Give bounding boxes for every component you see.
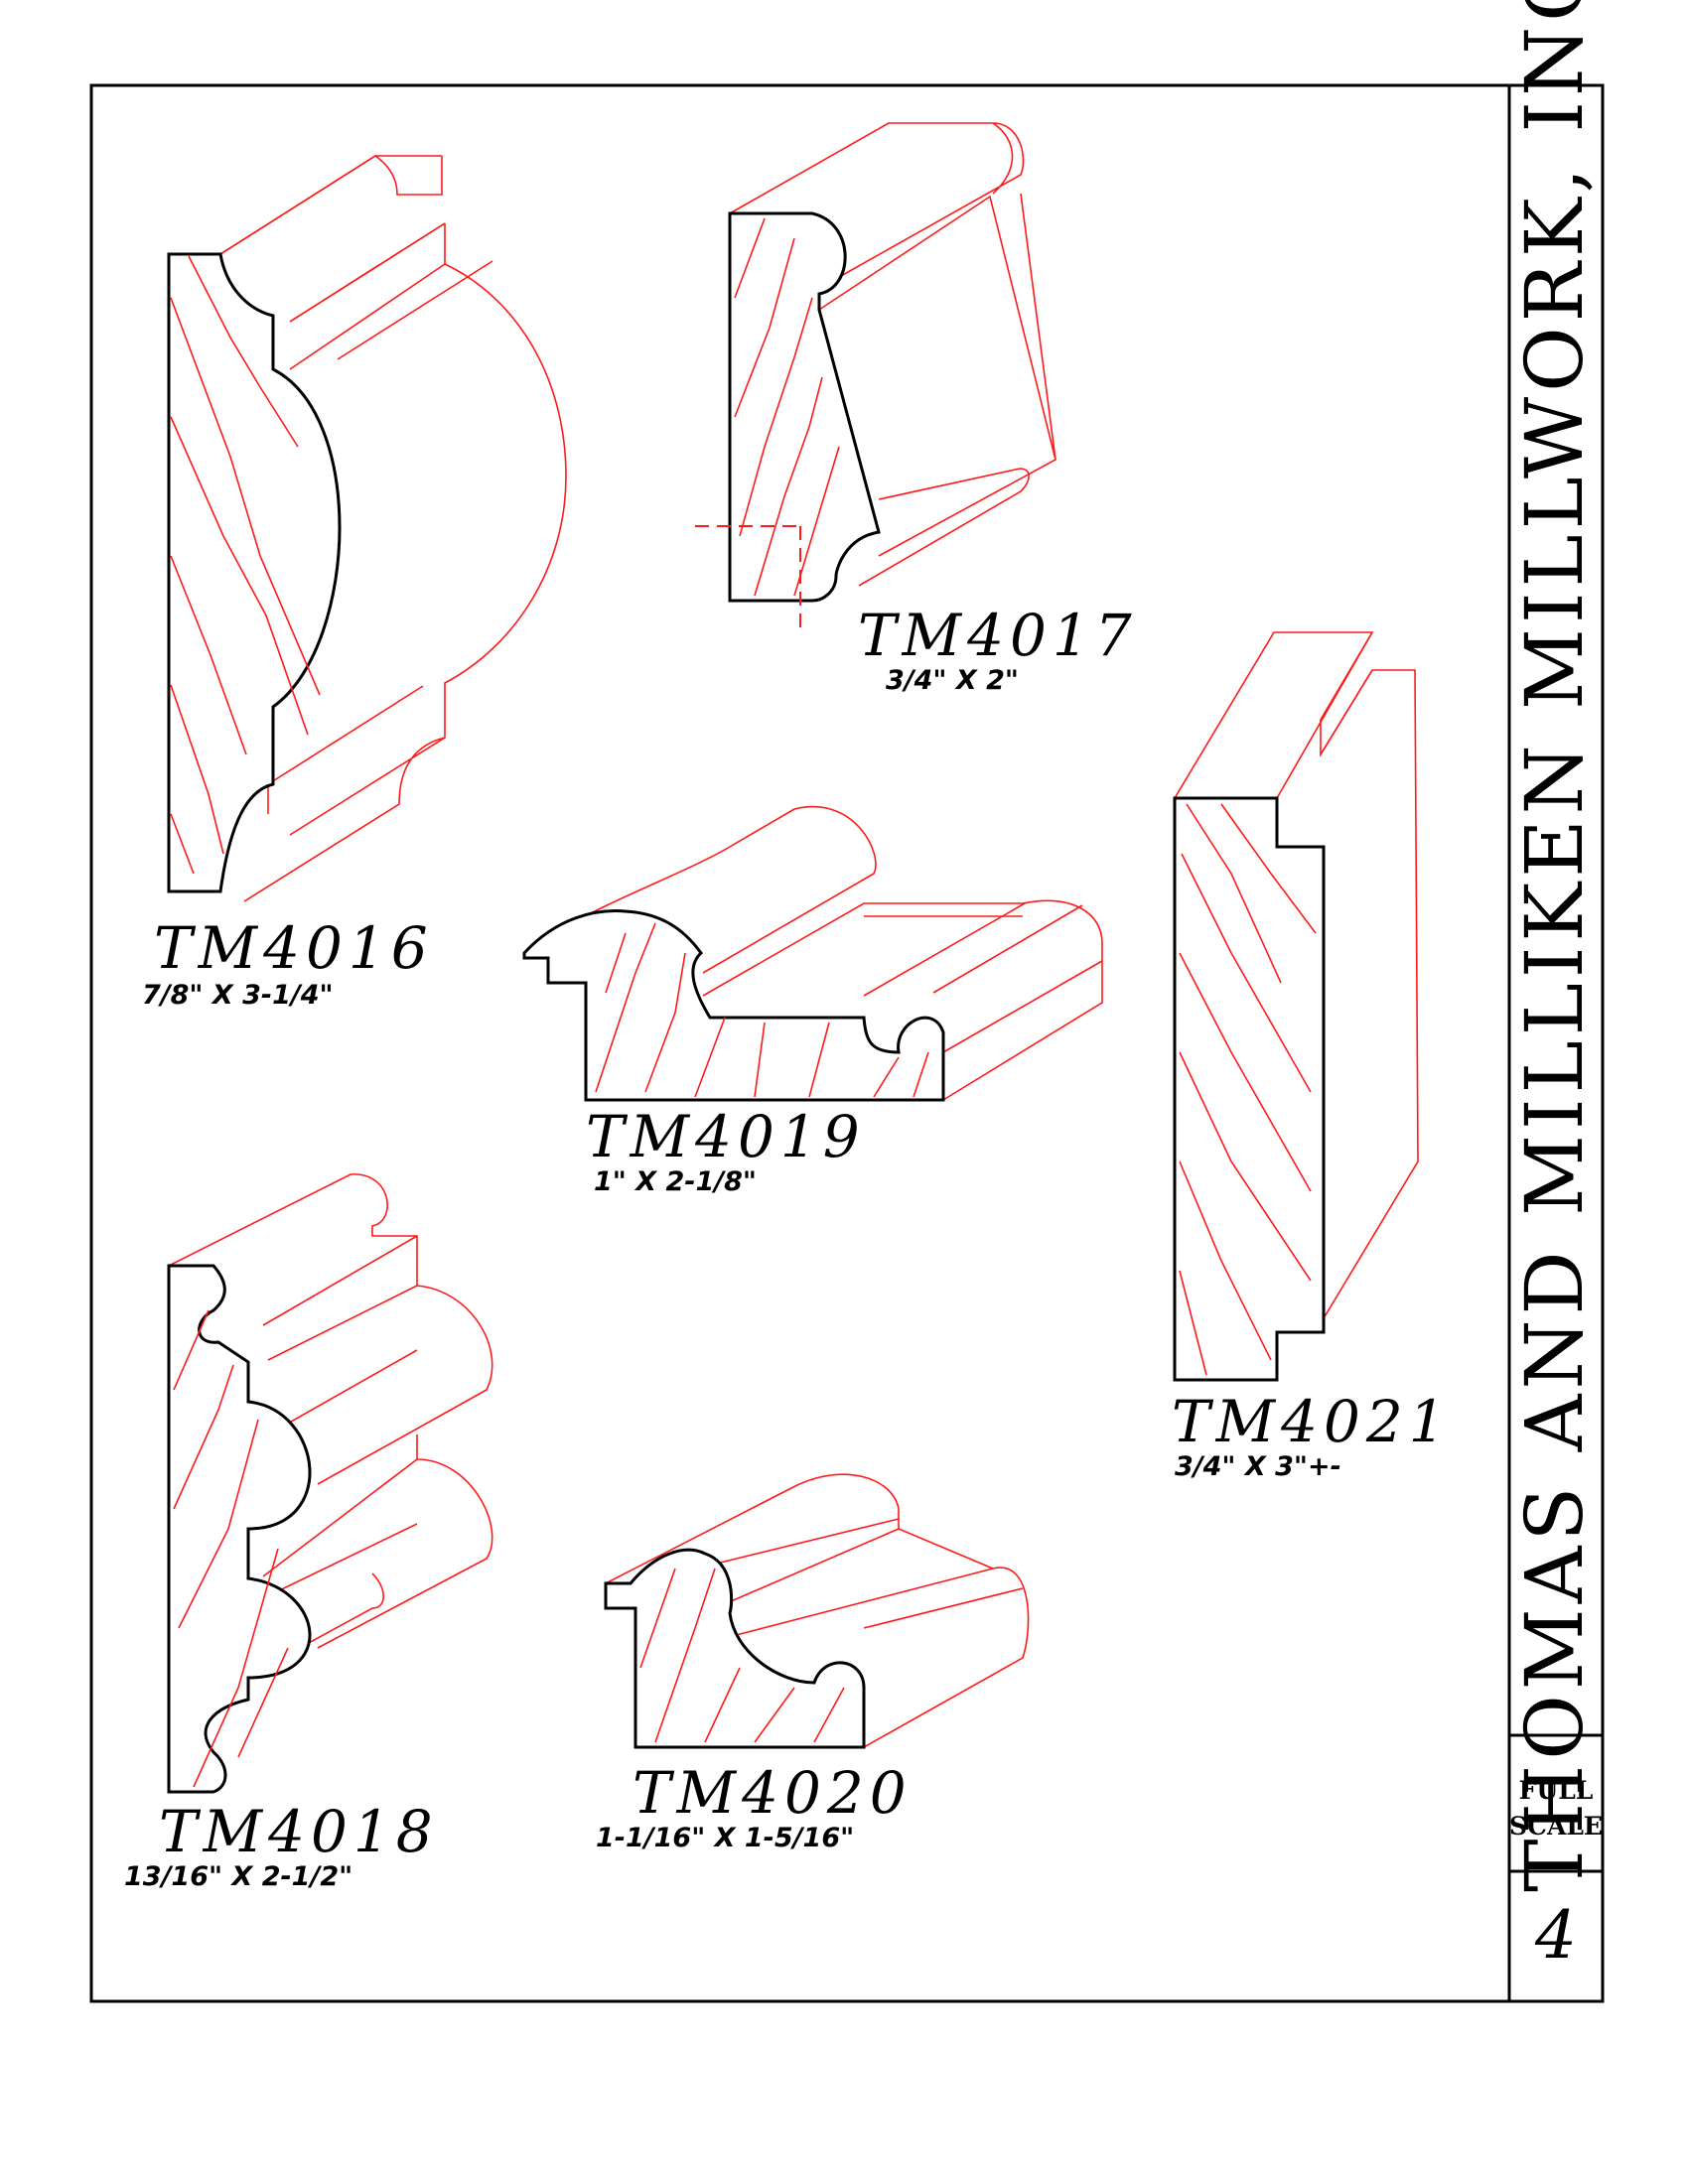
tm4020-name: TM4020 <box>633 1759 913 1827</box>
tm4021-section <box>1173 796 1326 1382</box>
tm4018-name: TM4018 <box>159 1798 439 1865</box>
tm4016-projection <box>219 155 567 902</box>
profile-tm4020: TM4020 1-1/16" X 1-5/16" <box>596 1473 1030 1853</box>
tm4016-size: 7/8" X 3-1/4" <box>142 980 334 1011</box>
tm4018-section <box>167 1264 312 1794</box>
tm4016-name: TM4016 <box>154 914 434 982</box>
scale-label-scale: SCALE <box>1509 1812 1603 1841</box>
tm4017-size: 3/4" X 2" <box>886 665 1019 696</box>
profile-tm4021: TM4021 3/4" X 3"+- <box>1172 631 1452 1482</box>
tm4018-size: 13/16" X 2-1/2" <box>124 1861 352 1892</box>
company-name: THOMAS AND MILLIKEN MILLWORK, INC. <box>1508 0 1601 1892</box>
tm4020-grain <box>639 1568 845 1743</box>
tm4020-section <box>604 1548 866 1749</box>
profile-tm4017: TM4017 3/4" X 2" <box>695 122 1138 696</box>
profile-tm4019: TM4019 1" X 2-1/8" <box>522 806 1103 1197</box>
page-number: 4 <box>1534 1897 1577 1974</box>
tm4017-name: TM4017 <box>858 602 1138 669</box>
page-number-box <box>1507 1869 1605 2003</box>
tm4019-grain <box>595 922 929 1098</box>
profile-tm4018: TM4018 13/16" X 2-1/2" <box>124 1173 493 1892</box>
scale-label-full: FULL <box>1519 1776 1594 1805</box>
tm4016-section <box>167 252 342 893</box>
tm4020-size: 1-1/16" X 1-5/16" <box>596 1823 854 1853</box>
tm4017-section <box>728 211 881 603</box>
tm4020-projection <box>605 1473 1030 1748</box>
company-name-box <box>1507 83 1605 1737</box>
tm4021-size: 3/4" X 3"+- <box>1175 1451 1341 1482</box>
tm4019-projection <box>523 806 1103 1101</box>
tm4019-name: TM4019 <box>586 1103 866 1170</box>
tm4021-grain <box>1179 803 1317 1376</box>
tm4021-projection <box>1174 631 1419 1319</box>
profile-tm4016: TM4016 7/8" X 3-1/4" <box>142 155 567 1011</box>
tm4017-grain <box>734 217 840 597</box>
tm4017-projection <box>729 122 1056 587</box>
tm4018-projection <box>168 1173 493 1699</box>
tm4016-grain <box>170 255 321 875</box>
tm4021-name: TM4021 <box>1172 1388 1452 1455</box>
tm4019-size: 1" X 2-1/8" <box>594 1166 757 1197</box>
tm4019-section <box>522 909 945 1102</box>
tm4018-grain <box>173 1309 289 1788</box>
